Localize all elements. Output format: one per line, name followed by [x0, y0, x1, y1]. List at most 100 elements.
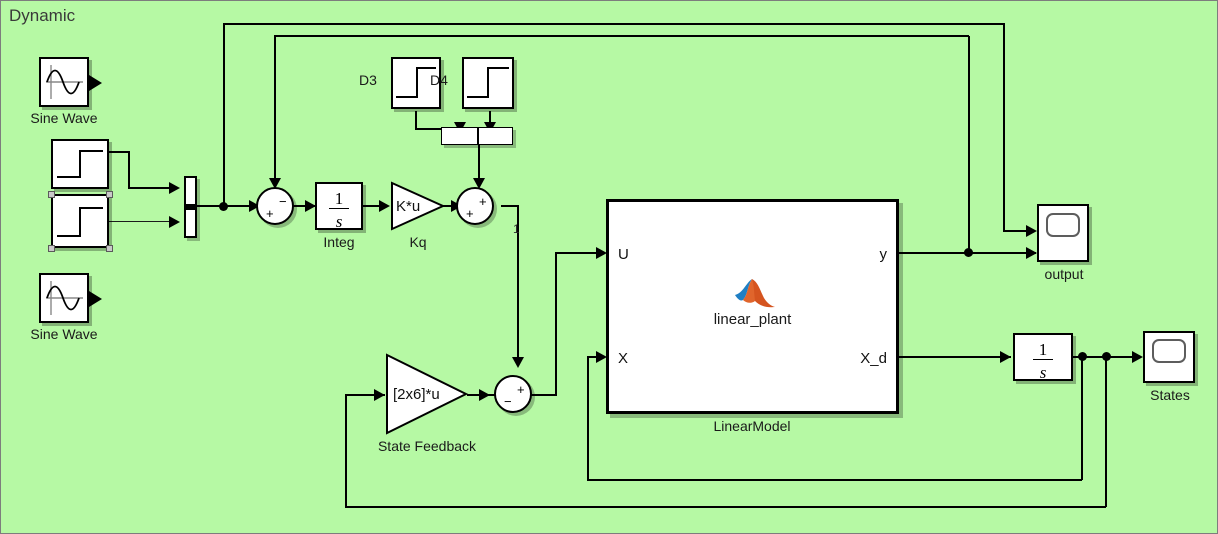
block-label-sine-wave-2: Sine Wave	[30, 326, 98, 342]
wire-feedback-sf-vertical	[1105, 356, 1107, 507]
arrow-inner-feedback-sum1	[269, 178, 281, 189]
wire-feedback-sf-horizontal	[345, 506, 1106, 508]
wire-sum3-out	[531, 394, 557, 396]
wire-sum2-to-sum3	[517, 205, 519, 363]
block-scope-output[interactable]	[1037, 204, 1089, 262]
block-label-d3: D3	[359, 72, 377, 88]
block-sum-2[interactable]: + +	[456, 187, 494, 225]
step-icon	[57, 207, 103, 237]
port-label-y: y	[879, 246, 888, 263]
block-step-d3[interactable]	[391, 57, 441, 109]
selection-handle-bl[interactable]	[48, 245, 55, 252]
matlab-membrane-logo-icon	[735, 279, 775, 308]
wire-sum3-up-to-U	[555, 253, 557, 395]
wire-X-riser	[587, 356, 589, 480]
sum-1-sign-top: −	[279, 194, 287, 209]
gain-triangle-icon	[386, 353, 469, 435]
integrator-2-numerator: 1	[1038, 340, 1048, 359]
port-label-X: X	[618, 350, 629, 367]
wire-outer-feedback-to-scope	[1003, 230, 1035, 232]
block-mux-inputs[interactable]	[184, 176, 197, 238]
arrow-sum3-top	[512, 357, 524, 368]
block-label-gain-kq: Kq	[409, 234, 427, 250]
wire-step1-to-mux	[128, 187, 170, 189]
signal-label-1: 1	[513, 222, 520, 236]
step-icon	[57, 150, 103, 178]
sum-1-sign-left: +	[266, 206, 274, 221]
arrow-outer-feedback-scope	[1026, 225, 1037, 237]
sum-3-sign-top: +	[517, 382, 525, 397]
selection-handle-br[interactable]	[106, 245, 113, 252]
block-label-state-feedback: State Feedback	[377, 438, 477, 454]
linear-model-inner-label: linear_plant	[713, 311, 792, 328]
step-icon	[396, 67, 436, 98]
wire-xd-to-integ2	[899, 356, 1011, 358]
block-label-integrator: Integ	[323, 234, 355, 250]
wire-inner-feedback-right-vertical	[968, 36, 970, 254]
block-sum-3[interactable]: + −	[494, 375, 532, 413]
block-label-scope-output: output	[1044, 266, 1084, 282]
block-scope-states[interactable]	[1143, 331, 1195, 383]
arrow-kq-in	[379, 200, 390, 212]
wire-outer-feedback-top-horizontal	[223, 23, 1005, 25]
block-sum-1[interactable]: − +	[256, 187, 294, 225]
wire-feedback-x-vertical	[1081, 356, 1083, 480]
block-linear-model[interactable]: U X y X_d linear_plant	[606, 199, 899, 414]
arrow-mux-sum1	[249, 200, 260, 212]
block-step-2[interactable]	[51, 194, 109, 248]
selection-handle-tr[interactable]	[106, 191, 113, 198]
arrow-sum2-top	[473, 178, 485, 189]
arrow-X-input	[596, 351, 607, 363]
wire-step1-drop	[128, 151, 130, 188]
wire-d3-across	[415, 128, 460, 130]
block-sine-wave-2[interactable]	[39, 273, 89, 323]
wire-disturbance-to-sum2	[478, 144, 480, 186]
block-sine-wave-1[interactable]	[39, 57, 89, 107]
wire-inner-feedback-left-vertical	[274, 35, 276, 183]
integrator-denominator: s	[335, 212, 343, 231]
block-integrator[interactable]: 1 s	[315, 182, 363, 231]
sum-3-sign-left: −	[504, 394, 512, 409]
sine-wave-icon	[46, 65, 83, 99]
diagram-title: Dynamic	[9, 6, 76, 25]
wire-sum1-to-integ	[293, 205, 315, 207]
wire-feedback-x-horizontal	[587, 479, 1082, 481]
arrow-integ2-in	[1000, 351, 1011, 363]
wire-d3-drop	[415, 111, 417, 129]
gain-kq-expression: K*u	[396, 198, 421, 215]
scope-screen-icon	[1152, 339, 1186, 363]
arrow-step1-mux	[169, 182, 180, 194]
port-out-sine-wave-1	[89, 75, 102, 91]
block-label-scope-states: States	[1150, 387, 1190, 403]
block-label-d4: D4	[430, 72, 448, 88]
block-gain-kq[interactable]: K*u	[390, 181, 446, 231]
port-label-X_d: X_d	[860, 350, 887, 367]
wire-inner-feedback-top-horizontal	[274, 35, 969, 37]
arrow-sf-gain-in	[374, 389, 385, 401]
wire-outer-feedback-left-vertical	[223, 24, 225, 208]
sum-2-sign-top: +	[479, 194, 487, 209]
block-mux-disturbance[interactable]	[441, 127, 513, 145]
block-step-d4[interactable]	[462, 57, 514, 109]
wire-feedback-sf-riser	[345, 394, 347, 507]
integrator-2-denominator: s	[1039, 363, 1047, 382]
gain-triangle-icon	[391, 181, 446, 231]
wire-integ-to-kq	[363, 205, 387, 207]
arrow-step2-mux	[169, 216, 180, 228]
sum-2-sign-left: +	[466, 206, 474, 221]
wire-outer-feedback-right-vertical	[1003, 23, 1005, 231]
integrator-numerator: 1	[334, 189, 344, 208]
port-label-U: U	[618, 246, 629, 263]
wire-step2-to-mux	[109, 221, 171, 223]
port-out-sine-wave-2	[89, 291, 102, 307]
selection-handle-tl[interactable]	[48, 191, 55, 198]
gain-state-feedback-expression: [2x6]*u	[393, 386, 440, 403]
block-integrator-2[interactable]: 1 s	[1013, 333, 1073, 382]
junction-y-output	[964, 248, 973, 257]
wire-to-U-input	[555, 252, 605, 254]
block-step-1[interactable]	[51, 139, 109, 189]
block-gain-state-feedback[interactable]: [2x6]*u	[385, 353, 469, 435]
arrow-U-input	[596, 247, 607, 259]
block-label-sine-wave-1: Sine Wave	[30, 110, 98, 126]
